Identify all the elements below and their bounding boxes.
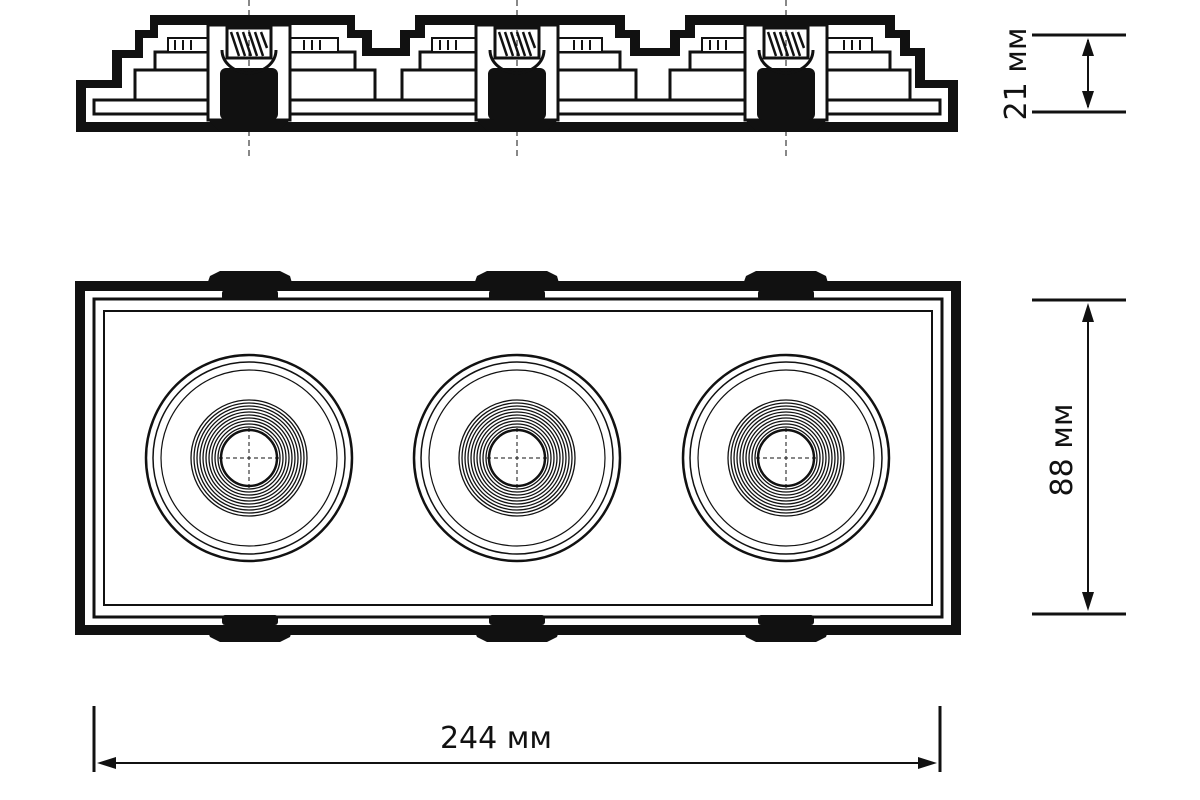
lamps <box>144 353 891 563</box>
lamp-1 <box>144 353 354 563</box>
depth-label: 88 мм <box>1045 404 1080 497</box>
height-label: 21 мм <box>999 28 1034 121</box>
lamp-3 <box>681 353 891 563</box>
side-view <box>76 0 958 160</box>
side-module-1 <box>133 0 377 160</box>
side-module-2 <box>400 0 638 160</box>
depth-dimension: 88 мм <box>1032 298 1126 616</box>
top-view <box>75 271 961 642</box>
side-module-3 <box>668 0 912 160</box>
width-label: 244 мм <box>440 721 552 756</box>
lamp-2 <box>412 353 622 563</box>
width-dimension: 244 мм <box>92 706 942 772</box>
height-dimension: 21 мм <box>999 28 1126 121</box>
